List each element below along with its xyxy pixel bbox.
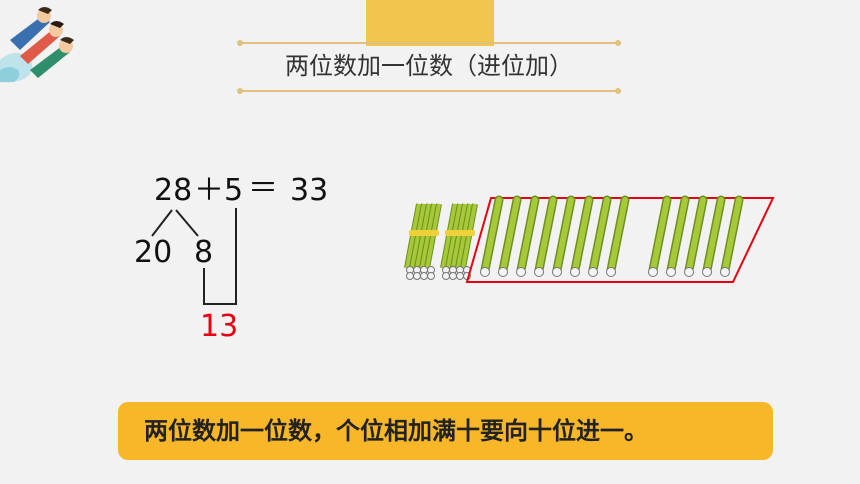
equation-first-addend: 28 [154, 173, 193, 208]
equation-second-addend: 5 [224, 173, 244, 208]
split-ones: 8 [194, 235, 214, 270]
loose-stick [498, 195, 522, 277]
loose-stick [606, 195, 630, 277]
equation-plus-sign: ＋ [194, 173, 224, 208]
title-bottom-divider [237, 88, 621, 94]
summary-banner: 两位数加一位数，个位相加满十要向十位进一。 [118, 402, 773, 460]
stick-bundle-1 [404, 203, 442, 280]
page-title: 两位数加一位数（进位加） [285, 52, 573, 80]
flying-kids-illustration-icon [0, 7, 74, 83]
loose-stick [570, 195, 594, 277]
loose-stick [720, 195, 744, 277]
loose-stick [588, 195, 612, 277]
loose-stick [648, 195, 672, 277]
regroup-box [465, 197, 775, 283]
split-tens: 20 [134, 235, 173, 270]
equation-equals-sign: ＝ [248, 171, 278, 206]
partial-sum: 13 [200, 309, 239, 344]
equation-result: 33 [290, 173, 329, 208]
loose-stick [684, 195, 708, 277]
loose-stick [534, 195, 558, 277]
loose-stick [480, 195, 504, 277]
title-tab-decoration [366, 0, 494, 46]
title-top-divider [237, 40, 621, 46]
loose-stick [702, 195, 726, 277]
loose-stick [516, 195, 540, 277]
loose-stick [552, 195, 576, 277]
counting-sticks-icon [404, 195, 775, 283]
loose-stick [666, 195, 690, 277]
